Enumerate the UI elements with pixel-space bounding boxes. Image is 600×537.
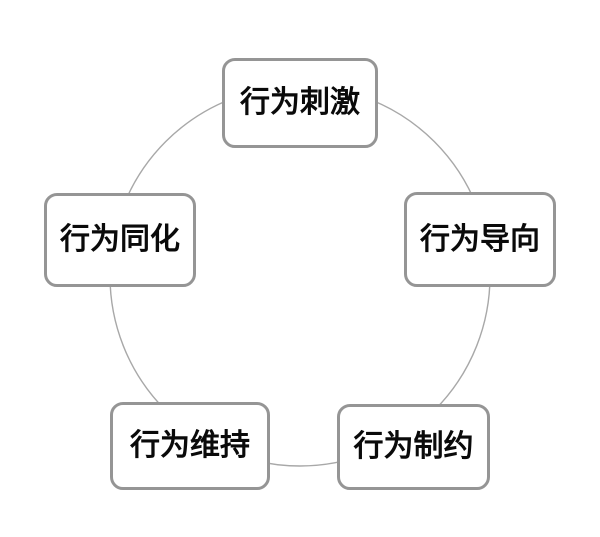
node-label-top: 行为刺激 xyxy=(240,86,360,119)
node-label-right: 行为导向 xyxy=(420,222,540,256)
node-box-bottom-left[interactable]: 行为维持 xyxy=(110,402,270,490)
node-label-left: 行为同化 xyxy=(60,223,180,256)
node-box-left[interactable]: 行为同化 xyxy=(44,193,196,287)
node-box-right[interactable]: 行为导向 xyxy=(404,192,556,287)
node-label-bottom-right: 行为制约 xyxy=(353,430,474,463)
node-label-bottom-left: 行为维持 xyxy=(130,429,250,462)
node-box-top[interactable]: 行为刺激 xyxy=(222,58,378,148)
node-box-bottom-right[interactable]: 行为制约 xyxy=(337,404,490,490)
